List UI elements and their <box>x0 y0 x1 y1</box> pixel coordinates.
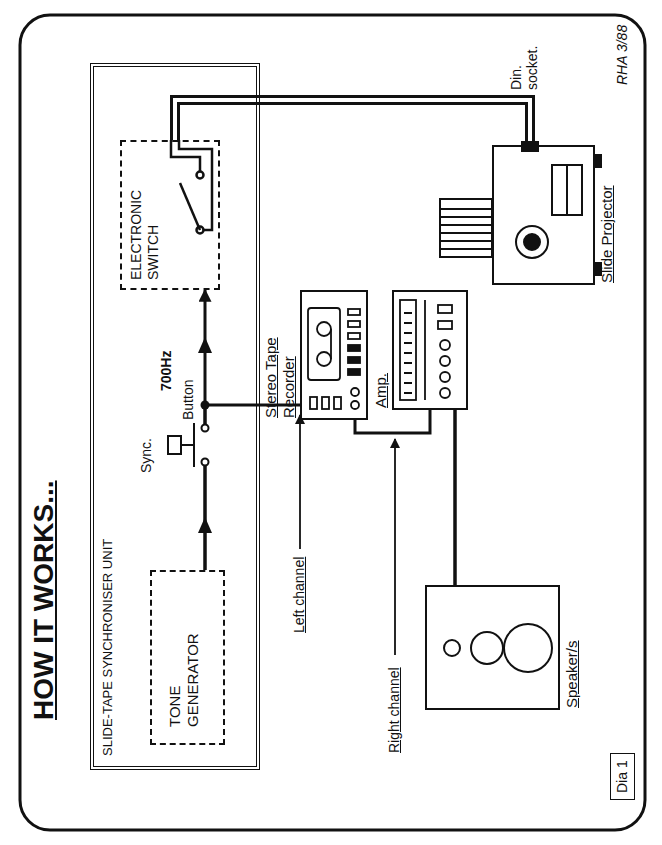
speaker-drawing <box>444 624 552 672</box>
switch-contacts-part <box>179 140 212 230</box>
channel-label: Left channel <box>291 557 307 633</box>
button-label: Button <box>180 380 196 420</box>
amplifier-drawing-part <box>400 300 416 400</box>
amplifier-drawing-part <box>440 388 450 398</box>
part-heading: Speaker/s <box>563 640 581 708</box>
switch-contacts <box>171 140 212 234</box>
socket-label: Din. socket. <box>508 28 540 90</box>
part-heading: Amp. <box>372 373 390 408</box>
slide-number-box: Dia 1 <box>610 753 635 800</box>
tone-generator-box: TONE GENERATOR <box>150 570 225 745</box>
channel-arrows-part <box>299 415 301 549</box>
box-label: ELECTRONIC SWITCH <box>128 170 162 280</box>
tape-recorder-drawing-part <box>348 321 360 327</box>
tape-recorder-drawing-part <box>334 397 341 409</box>
speaker-box: Speaker/s <box>425 585 560 710</box>
tape-recorder-drawing-part <box>348 357 360 363</box>
switch-contacts-part <box>180 183 200 230</box>
wire-line <box>175 100 530 145</box>
frequency-label: 700Hz <box>158 349 174 393</box>
signal-wire <box>455 410 456 585</box>
cable-core <box>175 100 530 145</box>
amplifier-drawing <box>400 300 452 400</box>
amplifier: Amp. <box>392 290 468 410</box>
push-button-part <box>202 425 209 432</box>
synchroniser-unit: TONE GENERATOR ELECTRONIC SWITCH SLIDE-TAP… <box>90 63 260 770</box>
channel-label: Right channel <box>386 667 402 753</box>
projector-drawing <box>440 142 601 275</box>
part-heading: Stereo Tape Recorder <box>262 313 298 418</box>
tape-recorder-drawing-part <box>348 369 360 375</box>
amplifier-drawing-part <box>404 313 412 393</box>
diagram-title: HOW IT WORKS... <box>28 480 60 720</box>
push-button-part <box>202 459 209 466</box>
slide-projector: Slide Projector <box>492 145 595 285</box>
push-button-part <box>168 436 181 454</box>
electronic-switch-box: ELECTRONIC SWITCH <box>120 140 220 290</box>
signature: RHA 3/88 <box>614 25 630 85</box>
amplifier-drawing-part <box>438 321 452 329</box>
speaker-drawing-part <box>471 632 503 664</box>
tape-recorder-drawing <box>308 308 360 409</box>
box-label: TONE GENERATOR <box>166 607 202 727</box>
part-heading: Slide Projector <box>598 185 616 283</box>
amplifier-drawing-part <box>424 300 426 400</box>
projector-drawing-part <box>440 199 492 257</box>
button-label: Sync. <box>138 438 154 473</box>
signal-arrows-part <box>198 337 212 353</box>
box-label: Dia 1 <box>614 760 631 793</box>
projector-drawing-part <box>516 226 548 258</box>
outer-frame-part <box>20 15 645 830</box>
outer-frame <box>20 15 645 830</box>
signal-arrows <box>198 337 212 533</box>
projector-drawing-part <box>552 165 582 215</box>
tape-recorder-drawing-part <box>308 308 340 380</box>
push-button-part <box>197 425 213 465</box>
box-label: SLIDE-TAPE SYNCHRONISER UNIT <box>100 77 116 756</box>
channel-arrows-part <box>394 439 396 655</box>
tape-recorder-drawing-part <box>317 322 331 336</box>
switch-contacts-part <box>197 172 204 179</box>
tape-recorder-drawing-part <box>317 352 331 366</box>
speaker-drawing-part <box>444 640 460 656</box>
tape-recorder-drawing-part <box>351 388 359 396</box>
tape-recorder-drawing-part <box>348 309 360 315</box>
tape-recorder-drawing-part <box>351 401 359 409</box>
amplifier-drawing-part <box>440 356 450 366</box>
wire-line <box>453 410 457 585</box>
tape-recorder-drawing-part <box>330 329 332 359</box>
tape-recorder-drawing-part <box>348 345 360 351</box>
amplifier-drawing-part <box>438 305 452 313</box>
signal-wire <box>205 405 300 570</box>
wire-line <box>205 405 300 570</box>
amplifier-drawing-part <box>440 340 450 350</box>
speaker-drawing-part <box>504 624 552 672</box>
tape-recorder-drawing-part <box>322 397 329 409</box>
channel-arrows <box>300 415 395 655</box>
signal-arrows-part <box>198 517 212 533</box>
switch-contacts-part <box>171 140 200 172</box>
projector-drawing-part <box>595 155 601 167</box>
push-button <box>168 423 213 467</box>
tape-recorder-drawing-part <box>310 397 317 409</box>
tape-recorder: Stereo Tape Recorder <box>300 290 368 420</box>
projector-drawing-part <box>440 209 492 249</box>
tape-recorder-drawing-part <box>348 333 360 339</box>
projector-drawing-part <box>524 234 540 250</box>
signal-arrows-part <box>201 401 210 410</box>
projector-drawing-part <box>566 165 568 215</box>
cable <box>175 100 530 145</box>
amplifier-drawing-part <box>440 372 450 382</box>
push-button-part <box>181 444 194 446</box>
